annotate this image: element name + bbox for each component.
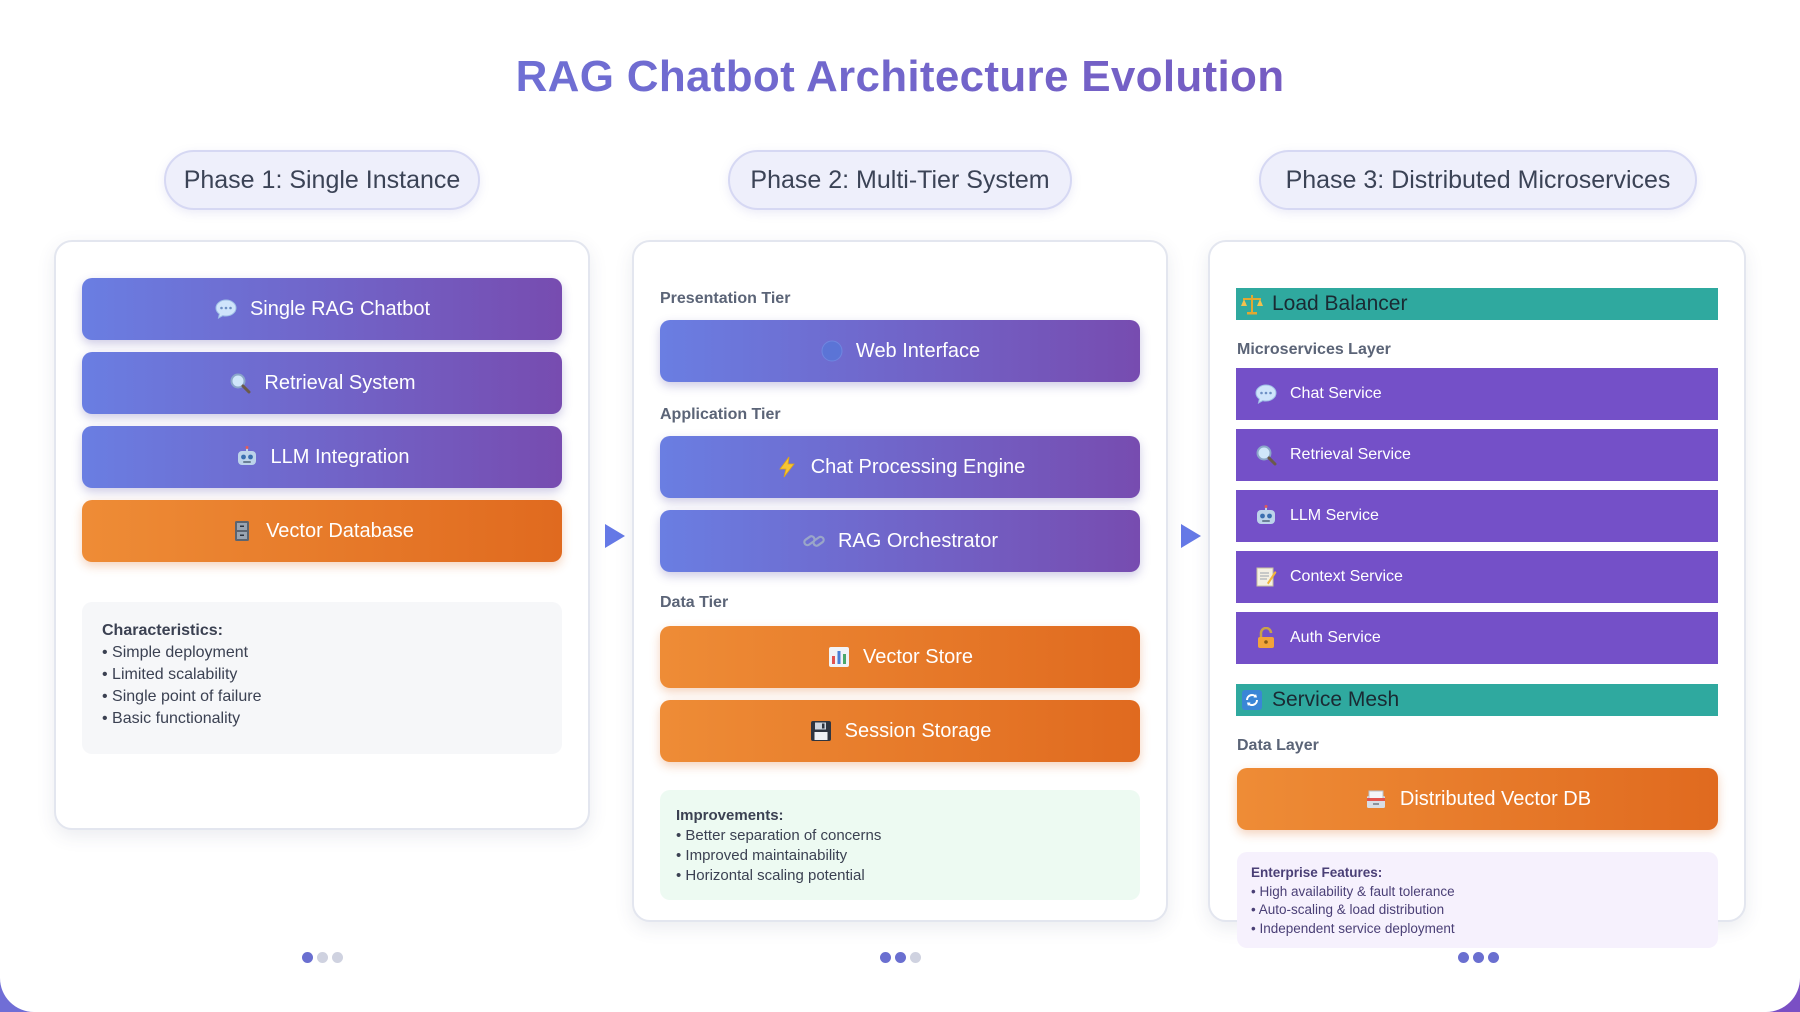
load-balancer-bar: Load Balancer xyxy=(1236,288,1718,320)
llm-integration-block: LLM Integration xyxy=(82,426,562,488)
vector-database-block: Vector Database xyxy=(82,500,562,562)
progress-dot xyxy=(332,952,343,963)
improvements-box: Improvements: • Better separation of con… xyxy=(660,790,1140,900)
list-item: • Auto-scaling & load distribution xyxy=(1251,902,1445,917)
filing-cabinet-icon xyxy=(230,519,254,543)
service-label: Chat Service xyxy=(1290,385,1382,402)
service-mesh-label: Service Mesh xyxy=(1272,688,1400,711)
arrow-right-icon xyxy=(1181,524,1201,548)
block-label: Session Storage xyxy=(844,719,992,742)
progress-dot xyxy=(910,952,921,963)
block-label: LLM Integration xyxy=(270,445,410,468)
presentation-tier-label: Presentation Tier xyxy=(660,290,791,307)
rag-orchestrator-block: RAG Orchestrator xyxy=(660,510,1140,572)
chat-processing-engine-block: Chat Processing Engine xyxy=(660,436,1140,498)
speech-bubble-icon xyxy=(214,297,238,321)
list-item: • Improved maintainability xyxy=(676,847,848,864)
phase-1-progress-dots xyxy=(302,952,343,963)
magnifier-icon xyxy=(1254,443,1278,467)
block-label: Vector Store xyxy=(862,645,974,668)
lightning-icon xyxy=(775,455,799,479)
session-storage-block: Session Storage xyxy=(660,700,1140,762)
improvements-heading: Improvements: xyxy=(676,807,784,824)
refresh-icon xyxy=(1240,688,1264,712)
list-item: • High availability & fault tolerance xyxy=(1251,883,1455,899)
service-label: Context Service xyxy=(1290,568,1403,585)
progress-dot xyxy=(895,952,906,963)
distributed-vector-db-block: Distributed Vector DB xyxy=(1237,768,1718,830)
robot-icon xyxy=(1254,504,1278,528)
phase-3-label: Phase 3: Distributed Microservices xyxy=(1259,150,1697,210)
lock-icon xyxy=(1254,626,1278,650)
progress-dot xyxy=(1488,952,1499,963)
vector-store-block: Vector Store xyxy=(660,626,1140,688)
robot-icon xyxy=(235,445,259,469)
list-item: • Single point of failure xyxy=(102,688,262,705)
web-interface-block: Web Interface xyxy=(660,320,1140,382)
bar-chart-icon xyxy=(827,645,851,669)
enterprise-features-heading: Enterprise Features: xyxy=(1251,865,1383,880)
list-item: • Limited scalability xyxy=(102,666,238,683)
page-title: RAG Chatbot Architecture Evolution xyxy=(0,52,1800,102)
block-label: Distributed Vector DB xyxy=(1399,787,1592,810)
balance-scale-icon xyxy=(1240,292,1264,316)
phase-3-progress-dots xyxy=(1458,952,1499,963)
service-label: Retrieval Service xyxy=(1290,446,1411,463)
load-balancer-label: Load Balancer xyxy=(1272,292,1408,315)
block-label: Web Interface xyxy=(855,339,981,362)
phase-2-label: Phase 2: Multi-Tier System xyxy=(728,150,1072,210)
progress-dot xyxy=(317,952,328,963)
single-rag-chatbot-block: Single RAG Chatbot xyxy=(82,278,562,340)
service-label: Auth Service xyxy=(1290,629,1381,646)
list-item: • Simple deployment xyxy=(102,644,249,661)
block-label: Chat Processing Engine xyxy=(810,455,1026,478)
block-label: Single RAG Chatbot xyxy=(249,297,431,320)
progress-dot xyxy=(1458,952,1469,963)
block-label: Vector Database xyxy=(266,519,414,542)
context-service-block: Context Service xyxy=(1236,551,1718,603)
card-file-box-icon xyxy=(1364,787,1388,811)
arrow-right-icon xyxy=(605,524,625,548)
link-icon xyxy=(802,529,826,553)
list-item: • Better separation of concerns xyxy=(676,827,882,844)
data-layer-label: Data Layer xyxy=(1237,737,1319,754)
data-tier-label: Data Tier xyxy=(660,594,729,611)
retrieval-system-block: Retrieval System xyxy=(82,352,562,414)
block-label: Retrieval System xyxy=(264,371,416,394)
progress-dot xyxy=(302,952,313,963)
retrieval-service-block: Retrieval Service xyxy=(1236,429,1718,481)
memo-icon xyxy=(1254,565,1278,589)
list-item: • Independent service deployment xyxy=(1251,920,1455,936)
progress-dot xyxy=(1473,952,1484,963)
application-tier-label: Application Tier xyxy=(660,406,781,423)
phase-1-label: Phase 1: Single Instance xyxy=(164,150,480,210)
globe-icon xyxy=(820,339,844,363)
llm-service-block: LLM Service xyxy=(1236,490,1718,542)
floppy-disk-icon xyxy=(809,719,833,743)
phase-2-progress-dots xyxy=(880,952,921,963)
auth-service-block: Auth Service xyxy=(1236,612,1718,664)
characteristics-heading: Characteristics: xyxy=(102,622,223,639)
service-label: LLM Service xyxy=(1290,507,1379,524)
list-item: • Basic functionality xyxy=(102,710,241,727)
list-item: • Horizontal scaling potential xyxy=(676,867,865,884)
enterprise-features-box: Enterprise Features: • High availability… xyxy=(1237,852,1718,948)
chat-service-block: Chat Service xyxy=(1236,368,1718,420)
characteristics-box: Characteristics: • Simple deployment • L… xyxy=(82,602,562,754)
progress-dot xyxy=(880,952,891,963)
microservices-layer-label: Microservices Layer xyxy=(1237,341,1391,358)
speech-bubble-icon xyxy=(1254,382,1278,406)
block-label: RAG Orchestrator xyxy=(837,529,999,552)
service-mesh-bar: Service Mesh xyxy=(1236,684,1718,716)
magnifier-icon xyxy=(228,371,252,395)
